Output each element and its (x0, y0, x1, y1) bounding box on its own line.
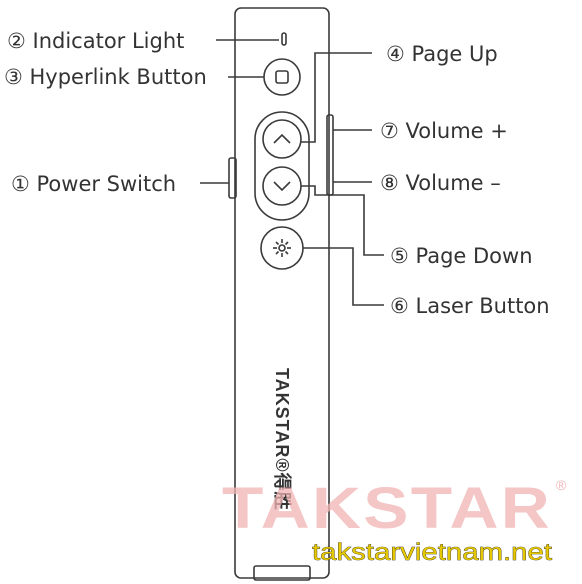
watermark-site: takstarvietnam.net (312, 539, 552, 566)
power-switch (228, 157, 237, 199)
callout-volume-down: ⑧ Volume – (380, 171, 501, 195)
volume-rocker (326, 114, 334, 196)
hyperlink-icon (275, 70, 289, 84)
hyperlink-button (263, 58, 301, 96)
device-brand: TAKSTAR®得胜 (272, 368, 293, 511)
watermark-registered: ® (556, 477, 567, 493)
callout-page-up: ④ Page Up (386, 42, 498, 66)
watermark-brand: TAKSTAR (222, 476, 552, 541)
indicator-light (281, 32, 287, 46)
page-down-button (262, 166, 302, 206)
callout-indicator-light: ② Indicator Light (7, 29, 184, 53)
chevron-up-icon (273, 133, 291, 144)
laser-button (260, 226, 304, 270)
chevron-down-icon (273, 181, 291, 192)
callout-laser-button: ⑥ Laser Button (390, 294, 550, 318)
usb-cap (253, 565, 311, 581)
callout-power-switch: ① Power Switch (11, 172, 176, 196)
page-up-button (262, 119, 302, 159)
page-button-pill (254, 111, 310, 221)
callout-volume-up: ⑦ Volume + (380, 119, 508, 143)
presenter-body (234, 7, 330, 579)
callout-hyperlink-button: ③ Hyperlink Button (4, 65, 207, 89)
callout-page-down: ⑤ Page Down (390, 244, 533, 268)
leader-lines (200, 39, 384, 306)
laser-icon (273, 239, 291, 257)
